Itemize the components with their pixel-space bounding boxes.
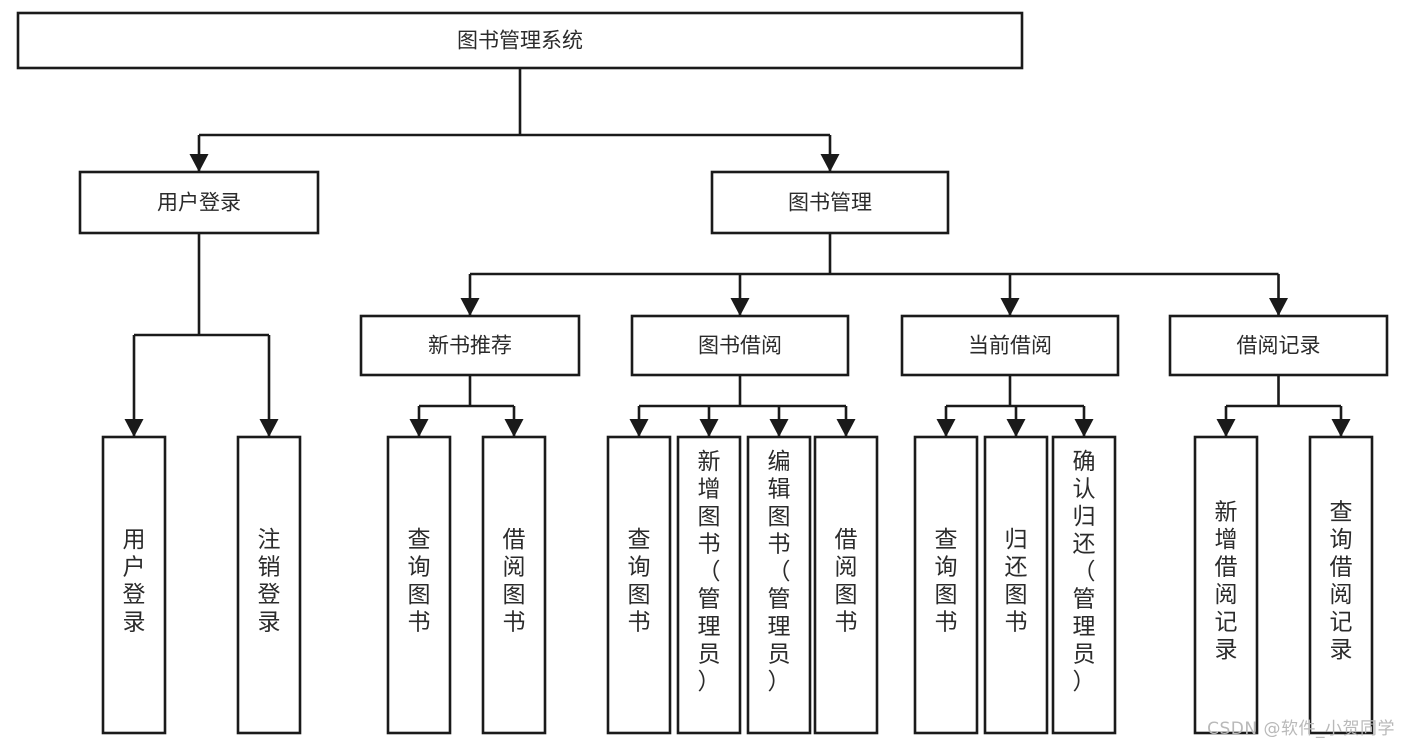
arrow-head-icon bbox=[409, 419, 429, 437]
connector-borrow-record-to-leaves bbox=[1216, 375, 1351, 437]
node-label-leaf-query-book-2: 查询图书 bbox=[628, 527, 651, 636]
node-label-leaf-edit-book-admin: 编辑图书（管理员） bbox=[768, 449, 791, 695]
node-label-leaf-user-logout: 注销登录 bbox=[258, 527, 281, 636]
connector-current-borrow-to-leaves bbox=[936, 375, 1094, 437]
node-box-leaf-add-book-admin[interactable] bbox=[676, 435, 742, 735]
node-new-book-recommend[interactable]: 新书推荐 bbox=[359, 314, 581, 377]
connectors-layer bbox=[124, 68, 1351, 437]
node-label-leaf-user-login: 用户登录 bbox=[123, 527, 146, 636]
arrow-head-icon bbox=[769, 419, 789, 437]
arrow-head-icon bbox=[124, 419, 144, 437]
arrow-head-icon bbox=[1269, 298, 1288, 316]
node-label-new-book-recommend: 新书推荐 bbox=[428, 334, 512, 358]
node-leaf-add-book-admin[interactable]: 新增图书（管理员） bbox=[676, 435, 742, 735]
node-leaf-borrow-book-2[interactable]: 借阅图书 bbox=[813, 435, 879, 735]
node-user-login[interactable]: 用户登录 bbox=[78, 170, 320, 235]
node-leaf-query-book-2[interactable]: 查询图书 bbox=[606, 435, 672, 735]
node-box-leaf-query-book-3[interactable] bbox=[913, 435, 979, 735]
arrow-head-icon bbox=[460, 298, 480, 316]
node-box-leaf-query-book-1[interactable] bbox=[386, 435, 452, 735]
node-box-leaf-query-book-2[interactable] bbox=[606, 435, 672, 735]
connector-book-manage-to-level3 bbox=[460, 233, 1288, 316]
node-label-leaf-add-book-admin: 新增图书（管理员） bbox=[698, 449, 721, 695]
arrow-head-icon bbox=[936, 419, 956, 437]
node-label-leaf-query-book-3: 查询图书 bbox=[935, 527, 958, 636]
node-label-root: 图书管理系统 bbox=[457, 29, 583, 53]
arrow-head-icon bbox=[1331, 419, 1351, 437]
node-leaf-confirm-return-admin[interactable]: 确认归还（管理员） bbox=[1051, 435, 1117, 735]
node-box-book-manage[interactable] bbox=[710, 170, 950, 235]
node-book-manage[interactable]: 图书管理 bbox=[710, 170, 950, 235]
node-box-book-borrow[interactable] bbox=[630, 314, 850, 377]
arrow-head-icon bbox=[1216, 419, 1236, 437]
node-box-leaf-user-login[interactable] bbox=[101, 435, 167, 735]
node-box-new-book-recommend[interactable] bbox=[359, 314, 581, 377]
node-label-leaf-confirm-return-admin: 确认归还（管理员） bbox=[1073, 449, 1096, 695]
node-label-leaf-query-borrow-record: 查询借阅记录 bbox=[1330, 499, 1353, 663]
node-leaf-query-book-3[interactable]: 查询图书 bbox=[913, 435, 979, 735]
arrow-head-icon bbox=[730, 298, 750, 316]
node-box-borrow-record[interactable] bbox=[1168, 314, 1389, 377]
node-box-user-login[interactable] bbox=[78, 170, 320, 235]
node-label-user-login: 用户登录 bbox=[157, 191, 241, 215]
arrow-head-icon bbox=[699, 419, 719, 437]
arrow-head-icon bbox=[504, 419, 524, 437]
arrow-head-icon bbox=[1000, 298, 1020, 316]
node-box-leaf-borrow-book-1[interactable] bbox=[481, 435, 547, 735]
node-label-leaf-return-book: 归还图书 bbox=[1005, 527, 1028, 636]
node-borrow-record[interactable]: 借阅记录 bbox=[1168, 314, 1389, 377]
node-leaf-query-borrow-record[interactable]: 查询借阅记录 bbox=[1308, 435, 1374, 735]
arrow-head-icon bbox=[629, 419, 649, 437]
node-leaf-user-logout[interactable]: 注销登录 bbox=[236, 435, 302, 735]
arrow-head-icon bbox=[1074, 419, 1094, 437]
node-label-book-borrow: 图书借阅 bbox=[698, 334, 782, 358]
node-leaf-return-book[interactable]: 归还图书 bbox=[983, 435, 1049, 735]
node-box-leaf-confirm-return-admin[interactable] bbox=[1051, 435, 1117, 735]
connector-book-borrow-to-leaves bbox=[629, 375, 856, 437]
connector-user-login-to-leaves bbox=[124, 233, 279, 437]
node-box-leaf-user-logout[interactable] bbox=[236, 435, 302, 735]
node-label-leaf-add-borrow-record: 新增借阅记录 bbox=[1215, 499, 1238, 663]
node-root[interactable]: 图书管理系统 bbox=[16, 11, 1024, 70]
node-leaf-user-login[interactable]: 用户登录 bbox=[101, 435, 167, 735]
node-box-current-borrow[interactable] bbox=[900, 314, 1120, 377]
nodes-layer: 图书管理系统用户登录图书管理新书推荐图书借阅当前借阅借阅记录用户登录注销登录查询… bbox=[16, 11, 1389, 735]
node-box-leaf-borrow-book-2[interactable] bbox=[813, 435, 879, 735]
node-box-leaf-edit-book-admin[interactable] bbox=[746, 435, 812, 735]
arrow-head-icon bbox=[836, 419, 856, 437]
arrow-head-icon bbox=[189, 154, 209, 172]
node-label-book-manage: 图书管理 bbox=[788, 191, 872, 215]
node-leaf-borrow-book-1[interactable]: 借阅图书 bbox=[481, 435, 547, 735]
csdn-watermark: CSDN @软件_小贺同学 bbox=[1207, 719, 1395, 739]
node-book-borrow[interactable]: 图书借阅 bbox=[630, 314, 850, 377]
node-leaf-edit-book-admin[interactable]: 编辑图书（管理员） bbox=[746, 435, 812, 735]
node-label-leaf-borrow-book-1: 借阅图书 bbox=[503, 527, 526, 636]
node-box-leaf-add-borrow-record[interactable] bbox=[1193, 435, 1259, 735]
node-label-leaf-query-book-1: 查询图书 bbox=[408, 527, 431, 636]
connector-new-book-recommend-to-leaves bbox=[409, 375, 524, 437]
node-label-leaf-borrow-book-2: 借阅图书 bbox=[835, 527, 858, 636]
arrow-head-icon bbox=[259, 419, 279, 437]
connector-root-to-level2 bbox=[189, 68, 840, 172]
node-label-borrow-record: 借阅记录 bbox=[1237, 334, 1321, 358]
node-label-current-borrow: 当前借阅 bbox=[968, 334, 1052, 358]
node-box-leaf-query-borrow-record[interactable] bbox=[1308, 435, 1374, 735]
node-box-leaf-return-book[interactable] bbox=[983, 435, 1049, 735]
arrow-head-icon bbox=[1006, 419, 1026, 437]
arrow-head-icon bbox=[820, 154, 840, 172]
node-current-borrow[interactable]: 当前借阅 bbox=[900, 314, 1120, 377]
node-leaf-add-borrow-record[interactable]: 新增借阅记录 bbox=[1193, 435, 1259, 735]
node-box-root[interactable] bbox=[16, 11, 1024, 70]
node-leaf-query-book-1[interactable]: 查询图书 bbox=[386, 435, 452, 735]
